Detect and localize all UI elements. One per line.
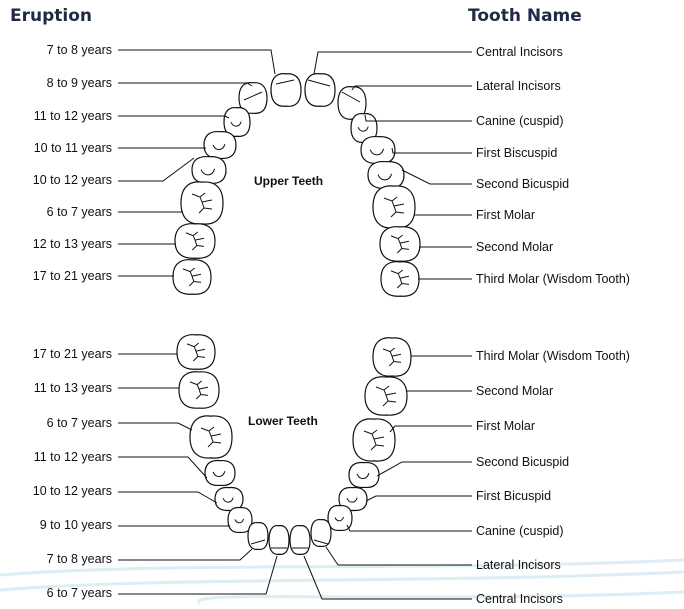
- lower-name-second-bicuspid: Second Bicuspid: [476, 455, 569, 469]
- leader-lower-left-second-bicuspid: [118, 457, 207, 478]
- upper-name-central-incisors: Central Incisors: [476, 45, 563, 59]
- upper-first-bicuspid-right: [361, 137, 395, 164]
- lower-name-first-molar: First Molar: [476, 419, 535, 433]
- lower-age-second-molar: 11 to 13 years: [0, 381, 112, 395]
- upper-name-lateral-incisors: Lateral Incisors: [476, 79, 561, 93]
- upper-name-second-molar: Second Molar: [476, 240, 553, 254]
- leader-lower-right-lateral: [326, 547, 472, 565]
- upper-age-lateral-incisors: 8 to 9 years: [0, 76, 112, 90]
- lower-name-canine: Canine (cuspid): [476, 524, 564, 538]
- upper-age-second-bicuspid: 10 to 12 years: [0, 173, 112, 187]
- upper-teeth-label: Upper Teeth: [254, 174, 323, 188]
- leader-lower-left-central: [118, 556, 277, 594]
- lower-name-first-bicuspid: First Bicuspid: [476, 489, 551, 503]
- upper-first-bicuspid-left: [204, 132, 236, 159]
- lower-second-bicuspid-left: [205, 461, 235, 486]
- upper-central-incisor-right: [305, 74, 335, 107]
- upper-age-first-bicuspid: 10 to 11 years: [0, 141, 112, 155]
- upper-central-incisor-left: [271, 74, 301, 107]
- lower-name-lateral-incisors: Lateral Incisors: [476, 558, 561, 572]
- lower-age-third-molar: 17 to 21 years: [0, 347, 112, 361]
- leader-upper-right-canine: [365, 115, 472, 121]
- lower-age-second-bicuspid: 11 to 12 years: [0, 450, 112, 464]
- lower-age-central-incisors: 6 to 7 years: [0, 586, 112, 600]
- upper-age-second-molar: 12 to 13 years: [0, 237, 112, 251]
- leader-lower-right-second-bicuspid: [377, 462, 472, 476]
- background-wave: [199, 592, 684, 603]
- upper-name-canine: Canine (cuspid): [476, 114, 564, 128]
- leader-upper-left-canine: [118, 116, 229, 118]
- leader-lower-left-lateral: [118, 549, 252, 560]
- lower-central-incisor-left: [269, 526, 289, 555]
- leader-upper-right-lateral: [352, 86, 472, 90]
- upper-name-third-molar: Third Molar (Wisdom Tooth): [476, 272, 630, 286]
- lower-teeth-label: Lower Teeth: [248, 414, 318, 428]
- leader-upper-left-second-bicuspid: [118, 158, 194, 181]
- upper-second-bicuspid-left: [192, 157, 226, 184]
- lower-name-third-molar: Third Molar (Wisdom Tooth): [476, 349, 630, 363]
- upper-name-first-molar: First Molar: [476, 208, 535, 222]
- leader-lower-left-first-molar: [118, 423, 192, 430]
- lower-second-bicuspid-right: [349, 463, 379, 488]
- lower-name-second-molar: Second Molar: [476, 384, 553, 398]
- lower-lateral-incisor-left: [248, 523, 268, 550]
- upper-name-first-bicuspid: First Biscuspid: [476, 146, 557, 160]
- lower-age-lateral-incisors: 7 to 8 years: [0, 552, 112, 566]
- leader-lower-right-canine: [347, 525, 472, 531]
- leader-upper-right-central: [314, 52, 472, 74]
- upper-age-canine: 11 to 12 years: [0, 109, 112, 123]
- lower-age-first-bicuspid: 10 to 12 years: [0, 484, 112, 498]
- lower-age-canine: 9 to 10 years: [0, 518, 112, 532]
- upper-age-first-molar: 6 to 7 years: [0, 205, 112, 219]
- leader-lower-left-first-bicuspid: [118, 492, 217, 503]
- leader-upper-left-lateral: [118, 83, 252, 86]
- lower-age-first-molar: 6 to 7 years: [0, 416, 112, 430]
- leader-upper-left-central: [118, 50, 275, 74]
- upper-name-second-bicuspid: Second Bicuspid: [476, 177, 569, 191]
- upper-age-third-molar: 17 to 21 years: [0, 269, 112, 283]
- upper-second-bicuspid-right: [368, 162, 404, 189]
- lower-name-central-incisors: Central Incisors: [476, 592, 563, 606]
- leader-lower-right-first-bicuspid: [366, 496, 472, 501]
- lower-central-incisor-right: [290, 526, 310, 555]
- upper-age-central-incisors: 7 to 8 years: [0, 43, 112, 57]
- leader-lower-right-first-molar: [390, 426, 472, 432]
- leader-upper-right-second-bicuspid: [402, 170, 472, 184]
- leader-upper-right-first-bicuspid: [392, 148, 472, 153]
